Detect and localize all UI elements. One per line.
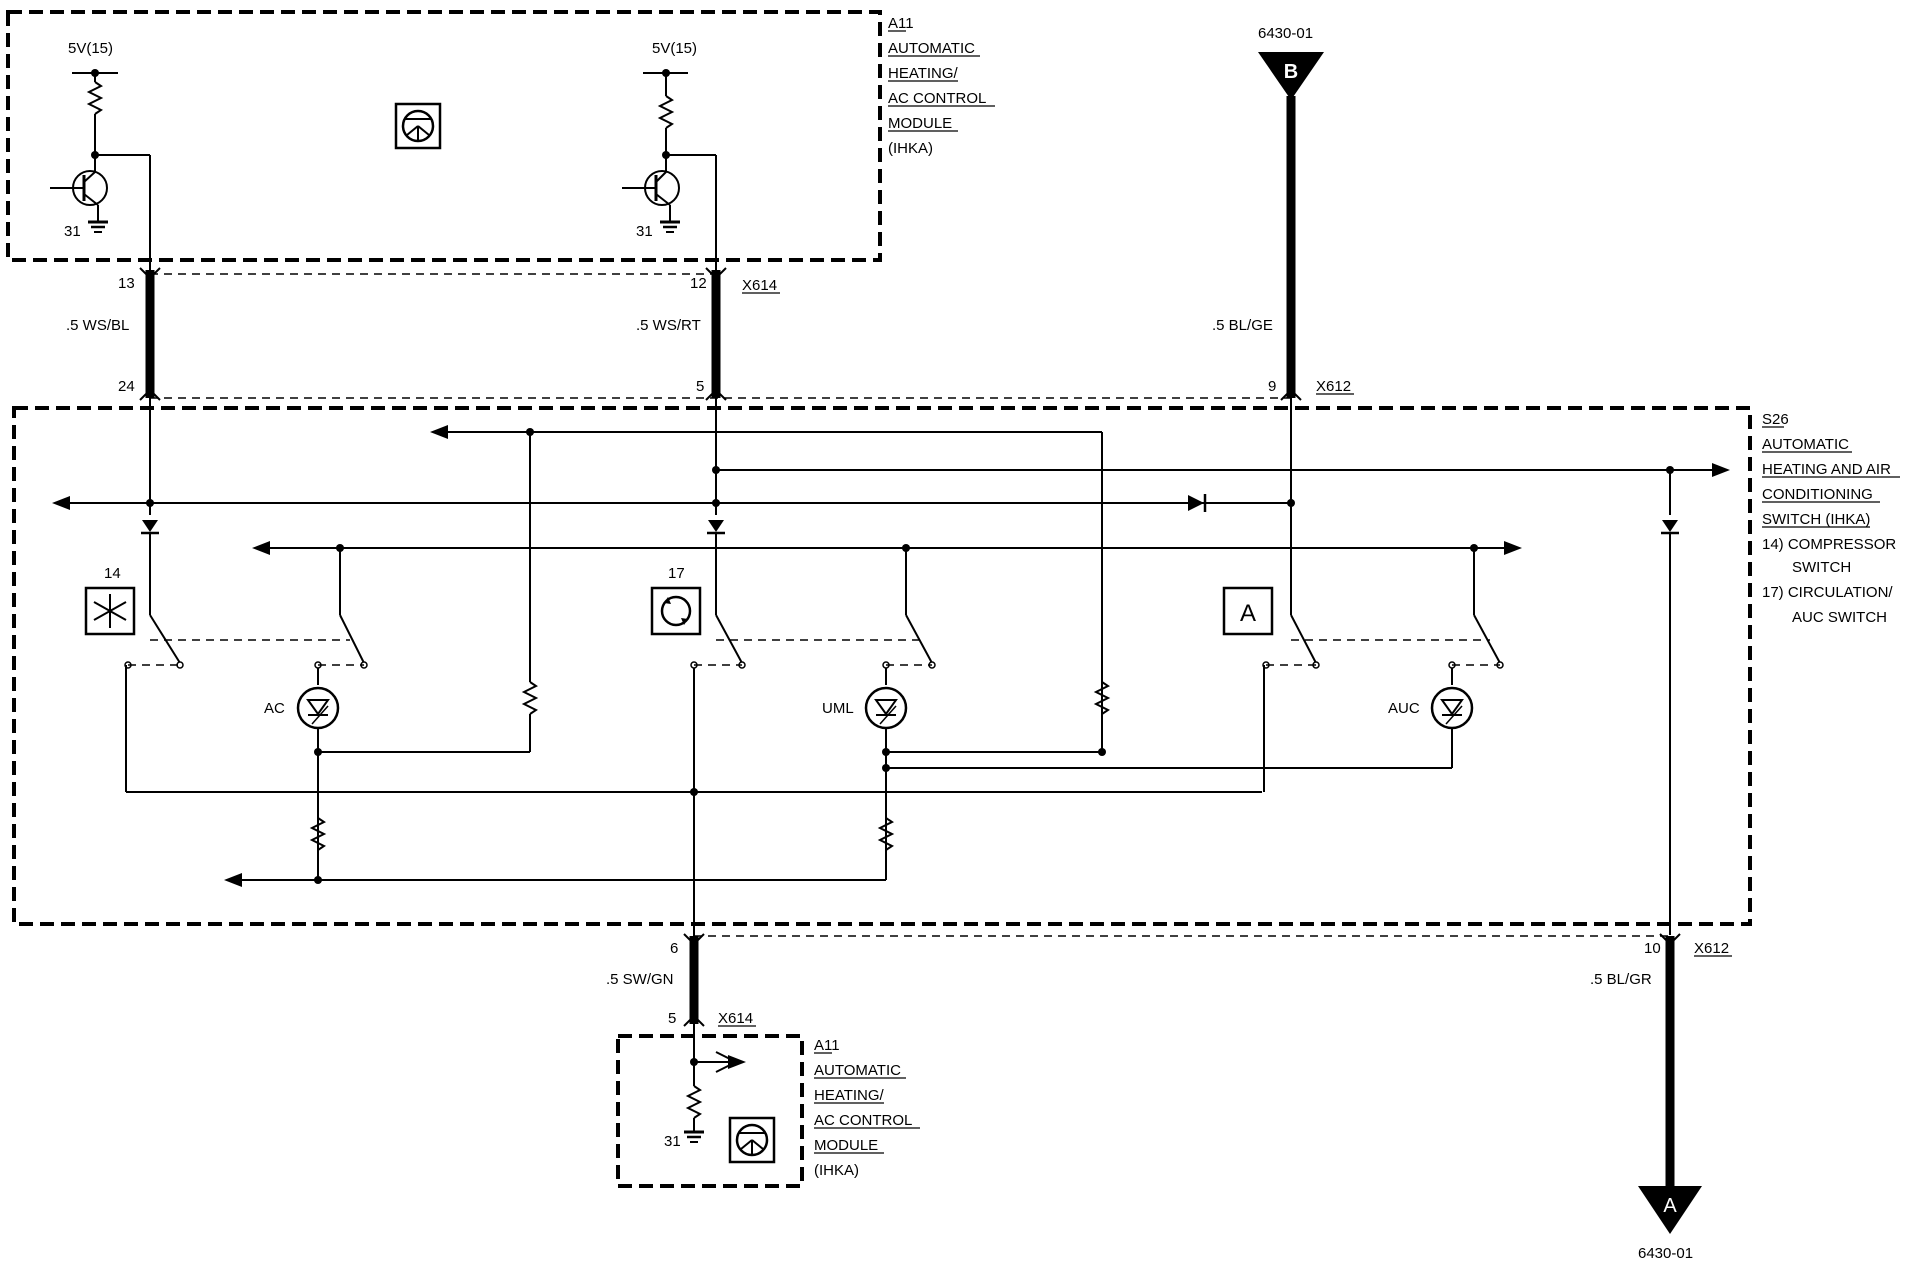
harness-sw-gn: 6 .5 SW/GN 5 X614 (606, 933, 756, 1027)
pin-9-label: 9 (1268, 378, 1276, 395)
reference-bottom-label: 6430-01 (1638, 1245, 1693, 1262)
harness-bl-ge: 6430-01 B .5 BL/GE 9 X612 (1212, 25, 1354, 401)
led-auc-label: AUC (1388, 700, 1420, 717)
pin-10-label: 10 (1644, 940, 1661, 957)
s26-line-4: SWITCH (IHKA) (1762, 511, 1870, 528)
a11-top-line-5: (IHKA) (888, 140, 933, 157)
harness-ws-bl: 13 .5 WS/BL 24 (66, 267, 161, 401)
connector-x612-top-label: X612 (1316, 378, 1351, 395)
right-transistor-circuit: 5V(15) 31 (622, 40, 717, 270)
led-ac-label: AC (264, 700, 285, 717)
pin-5-bottom-label: 5 (668, 1010, 676, 1027)
a11-top-line-4: MODULE (888, 115, 952, 132)
supply-left-label: 5V(15) (68, 40, 113, 57)
control-module-symbol-icon (394, 102, 442, 150)
ground-left-icon (88, 220, 108, 233)
compressor-switch-icon[interactable]: 14 (84, 565, 136, 636)
a11-bottom-ref: A11 (814, 1037, 840, 1054)
pin-24-label: 24 (118, 378, 135, 395)
a11-bottom-label: A11 AUTOMATIC HEATING/ AC CONTROL MODULE… (814, 1037, 920, 1179)
pin-12-label: 12 (690, 275, 707, 292)
diode-14-icon (141, 520, 159, 535)
auto-switch-label: A (1240, 600, 1256, 627)
s26-line-3: CONDITIONING (1762, 486, 1873, 503)
pin-6-label: 6 (670, 940, 678, 957)
transistor-right-icon (622, 158, 680, 222)
led-uml-label: UML (822, 700, 854, 717)
harness-ws-rt: 12 X614 .5 WS/RT 5 (636, 267, 780, 401)
a11-bottom-line-4: MODULE (814, 1137, 878, 1154)
s26-legend-3: 17) CIRCULATION/ (1762, 584, 1893, 601)
ground-left-label: 31 (64, 223, 81, 240)
s26-label: S26 AUTOMATIC HEATING AND AIR CONDITIONI… (1762, 411, 1900, 626)
switch-17-number: 17 (668, 565, 685, 582)
diode-right-icon (1661, 520, 1679, 535)
control-module-bottom-symbol-icon (728, 1116, 776, 1164)
a11-bottom-line-3: AC CONTROL (814, 1112, 912, 1129)
a11-top-line-2: HEATING/ (888, 65, 959, 82)
wire-ws-bl-label: .5 WS/BL (66, 317, 129, 334)
s26-line-1: AUTOMATIC (1762, 436, 1849, 453)
left-transistor-circuit: 5V(15) 31 (50, 40, 151, 270)
s26-legend-4: AUC SWITCH (1792, 609, 1887, 626)
diode-bus-icon (1188, 494, 1207, 512)
connector-b-label: B (1284, 61, 1298, 83)
a11-bottom-line-5: (IHKA) (814, 1162, 859, 1179)
ground-right-label: 31 (636, 223, 653, 240)
a11-bottom-circuit: 31 (664, 1024, 746, 1150)
circulation-switch-icon[interactable]: 17 (650, 565, 702, 636)
transistor-left-icon (50, 158, 108, 222)
auc-led-icon (1430, 686, 1474, 730)
a11-top-label: A11 AUTOMATIC HEATING/ AC CONTROL MODULE… (888, 15, 995, 157)
a11-bottom-module-boundary (616, 1034, 804, 1188)
a11-bottom-line-1: AUTOMATIC (814, 1062, 901, 1079)
pin-5-top-label: 5 (696, 378, 704, 395)
wire-bl-gr-label: .5 BL/GR (1590, 971, 1652, 988)
wire-ws-rt-label: .5 WS/RT (636, 317, 701, 334)
connector-x612-bottom-label: X612 (1694, 940, 1729, 957)
internal-wiring: AC (52, 398, 1730, 940)
wire-bl-ge-label: .5 BL/GE (1212, 317, 1273, 334)
a11-top-module-boundary (6, 10, 882, 262)
switch-14-number: 14 (104, 565, 121, 582)
reference-top-label: 6430-01 (1258, 25, 1313, 42)
supply-right-label: 5V(15) (652, 40, 697, 57)
s26-line-2: HEATING AND AIR (1762, 461, 1891, 478)
ground-bottom-label: 31 (664, 1133, 681, 1150)
auto-switch-icon[interactable]: A (1222, 586, 1274, 636)
connector-x614-bottom-label: X614 (718, 1010, 753, 1027)
s26-legend-1: 14) COMPRESSOR (1762, 536, 1896, 553)
pin-13-label: 13 (118, 275, 135, 292)
connector-a-label: A (1663, 1195, 1677, 1217)
a11-top-line-3: AC CONTROL (888, 90, 986, 107)
diode-17-icon (707, 520, 725, 535)
s26-switch-boundary (12, 406, 1752, 926)
ac-led-icon (296, 686, 340, 730)
harness-bl-gr: 10 X612 .5 BL/GR A 6430-01 (1590, 933, 1732, 1262)
a11-bottom-line-2: HEATING/ (814, 1087, 885, 1104)
s26-ref: S26 (1762, 411, 1789, 428)
a11-top-line-1: AUTOMATIC (888, 40, 975, 57)
uml-led-icon (864, 686, 908, 730)
connector-x614-top-label: X614 (742, 277, 777, 294)
wire-sw-gn-label: .5 SW/GN (606, 971, 674, 988)
a11-top-ref: A11 (888, 15, 914, 32)
s26-legend-2: SWITCH (1792, 559, 1851, 576)
ground-right-icon (660, 220, 680, 233)
